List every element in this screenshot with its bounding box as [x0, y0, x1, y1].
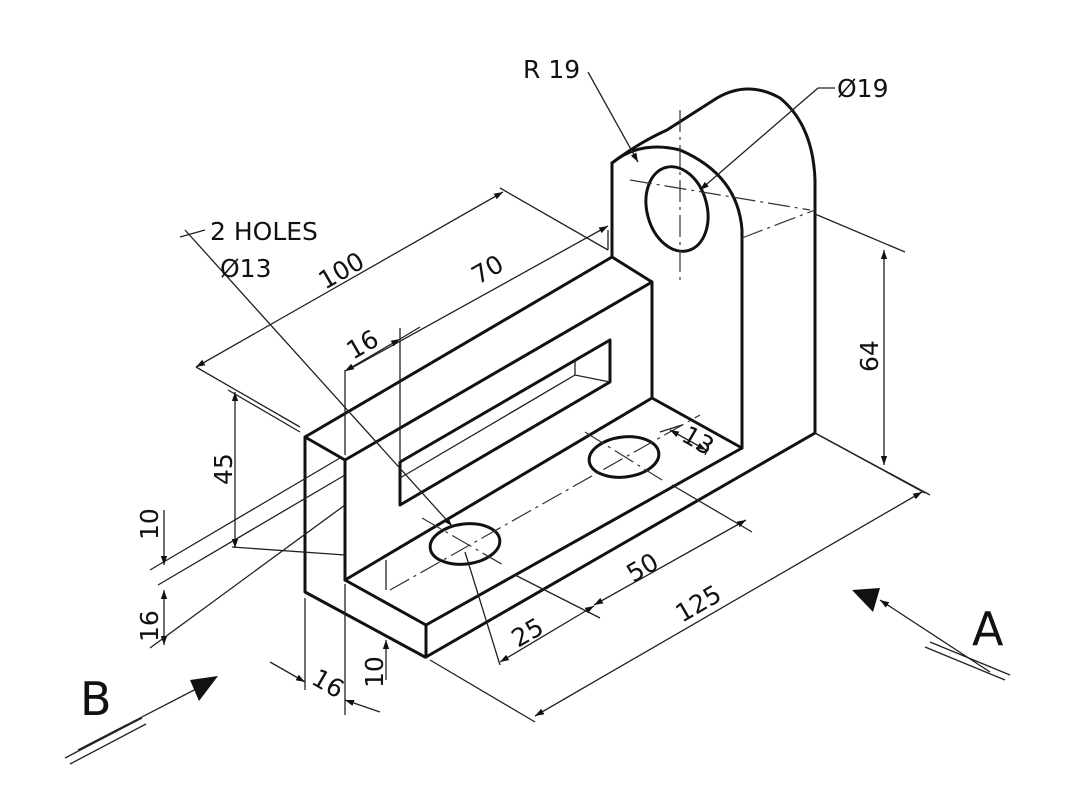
radius-leader [587, 71, 639, 163]
dim-16top-label: 16 [342, 324, 384, 365]
boss-hole-label: Ø19 [837, 74, 889, 103]
dim-100-label: 100 [314, 246, 370, 295]
dim-25-label: 25 [507, 612, 549, 653]
dim-13-label: 13 [677, 420, 719, 461]
dim-70-line [347, 225, 609, 371]
base-hole-left [428, 522, 502, 566]
dim-45-label: 45 [209, 453, 238, 485]
radius-label: R 19 [523, 55, 580, 84]
left-upright-inner-base [343, 578, 428, 627]
dim-50-label: 50 [622, 547, 664, 588]
ext-45-top [227, 389, 301, 433]
dim-16-bottom-label: 16 [307, 663, 349, 704]
annotations: 2 HOLES Ø13 R 19 Ø19 100 70 16 45 10 16 … [80, 55, 1004, 726]
phi19-leader [699, 87, 819, 191]
lug-outline [610, 87, 817, 435]
view-a-shaft [879, 599, 991, 673]
dim-125-line [534, 491, 923, 717]
lug-front-arc [610, 145, 744, 450]
object-outline [303, 87, 817, 659]
dim-13-line [669, 429, 707, 451]
dim-10-left-label: 10 [135, 508, 164, 540]
slot-inner-back [399, 374, 611, 479]
ext-100-right [499, 187, 609, 251]
lug-hole-horizontal [629, 179, 811, 211]
ext-64-top [814, 213, 906, 253]
view-a-label: A [972, 602, 1004, 656]
view-b-arrowhead [190, 676, 218, 701]
view-a-arrowhead [852, 588, 880, 612]
lug-depth-line [741, 209, 816, 239]
dim-50-line [593, 519, 747, 606]
dim-16-bottom-line [269, 661, 306, 683]
holes-note-line2: Ø13 [220, 254, 272, 283]
dim-16top-ext [399, 326, 421, 340]
ext-13-a [659, 424, 683, 433]
dim-100-line [195, 191, 504, 368]
view-b-hatch-1 [64, 717, 143, 759]
ext-10-left-b [157, 474, 346, 586]
lug-hole [644, 165, 710, 253]
ext-13-b [704, 441, 711, 456]
leaders [179, 71, 835, 527]
view-arrow-b [64, 676, 218, 765]
dim-64-label: 64 [855, 340, 884, 372]
view-b-label: B [80, 672, 112, 726]
dim-16-left-label: 16 [135, 610, 164, 642]
ext-25-left [464, 551, 501, 666]
holes-note-tick [179, 229, 206, 238]
extension-lines [149, 187, 931, 723]
ext-16-left-c [149, 504, 346, 649]
ext-125-right [814, 432, 926, 494]
holes-leader [184, 229, 453, 527]
base-front-bottom-edge [424, 431, 817, 659]
base-hole-right [587, 435, 661, 479]
right-hole-cross [584, 431, 663, 481]
view-arrow-a [852, 588, 1011, 681]
left-upright-front-edge [303, 435, 427, 659]
ext-10-left-a [149, 457, 341, 571]
view-b-hatch-2 [69, 723, 147, 765]
holes-note-line1: 2 HOLES [210, 217, 318, 246]
left-hole-cross [421, 517, 506, 567]
dimension-lines [160, 191, 923, 717]
ext-125-left [429, 659, 536, 723]
slot-opening [398, 338, 612, 507]
view-b-shaft [77, 687, 199, 751]
view-a-hatch-2 [924, 646, 1006, 681]
dim-16top-line [344, 338, 401, 372]
ext-100-left [195, 366, 301, 428]
dim-16-bottom-line-b [344, 699, 381, 713]
ext-45-bottom [231, 546, 346, 556]
view-a-hatch-1 [929, 641, 1011, 676]
dim-10-bottom-label: 10 [360, 656, 389, 688]
